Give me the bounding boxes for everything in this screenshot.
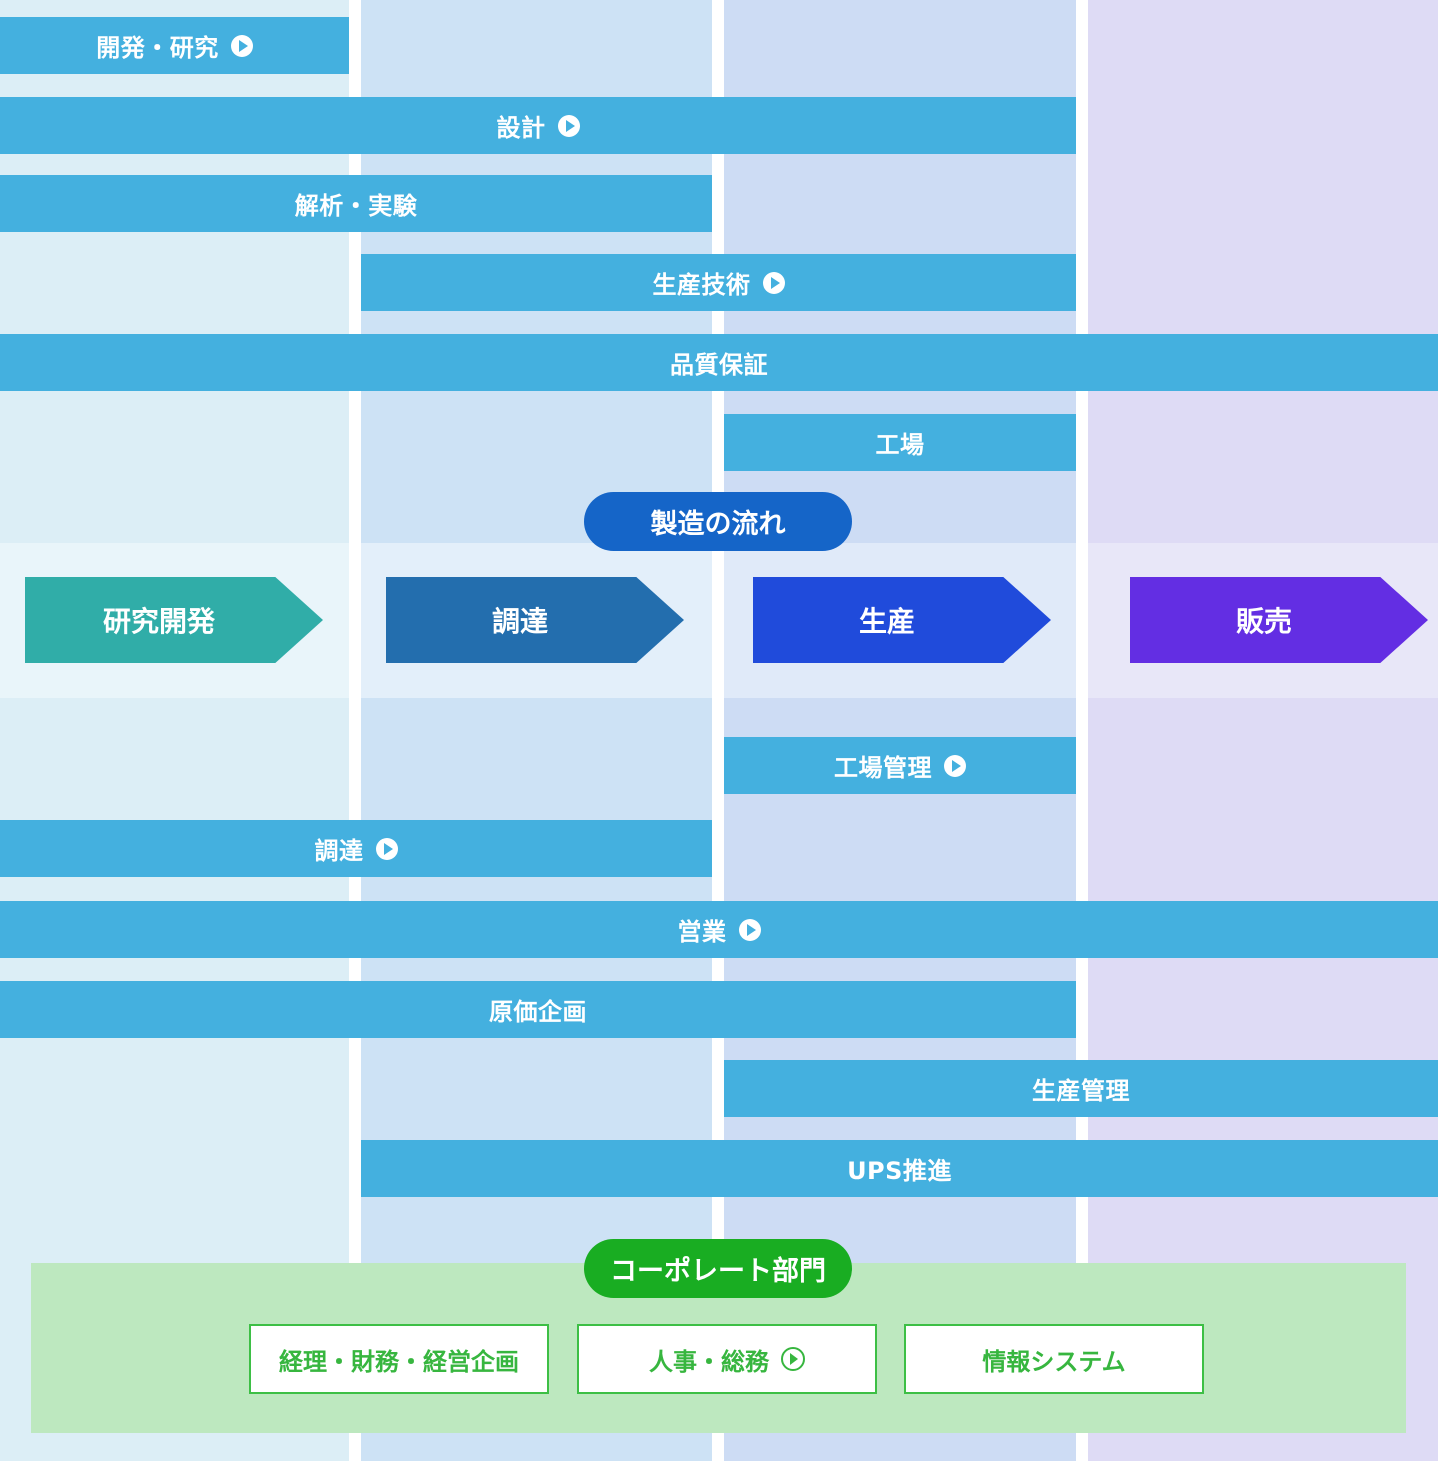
dept-label: 営業 [677,918,727,946]
column-procurement-bg [361,0,712,1461]
dept-label: 工場管理 [834,754,932,782]
flow-step-procurement: 調達 [386,577,684,663]
dept-design-link[interactable]: 設計 [0,97,1076,154]
flow-step-sales: 販売 [1130,577,1428,663]
column-research-bg [0,0,349,1461]
play-icon [375,837,398,860]
corp-hr-link[interactable]: 人事・総務 [577,1324,877,1394]
dept-label: 原価企画 [489,998,587,1026]
dept-label: 生産技術 [652,271,751,299]
dept-production-engineering-link[interactable]: 生産技術 [361,254,1076,311]
dept-label: UPS推進 [847,1157,952,1185]
flow-step-label: 研究開発 [102,605,215,638]
dept-quality-assurance: 品質保証 [0,334,1438,391]
flow-step-label: 販売 [1235,605,1292,638]
dept-label: 設計 [496,114,546,142]
dept-factory-management-link[interactable]: 工場管理 [724,737,1076,794]
play-icon [781,1347,805,1371]
dept-label: 解析・実験 [294,192,418,220]
corp-item-label: 情報システム [982,1347,1126,1376]
dept-label: 調達 [314,837,364,865]
dept-dev-research-link[interactable]: 開発・研究 [0,17,349,74]
play-icon [738,918,761,941]
column-sales-bg [1088,0,1438,1461]
corp-item-label: 人事・総務 [649,1347,769,1376]
corporate-title-text: コーポレート部門 [610,1256,826,1287]
flow-step-research: 研究開発 [25,577,323,663]
play-icon [557,114,580,137]
corp-item-label: 経理・財務・経営企画 [279,1347,519,1376]
corp-it-systems: 情報システム [904,1324,1204,1394]
column-production-bg [724,0,1076,1461]
dept-label: 品質保証 [670,351,768,379]
flow-title: 製造の流れ [584,492,852,551]
dept-production-management: 生産管理 [724,1060,1438,1117]
play-icon [944,754,966,777]
dept-ups: UPS推進 [361,1140,1438,1197]
flow-step-label: 生産 [858,605,915,638]
corp-accounting: 経理・財務・経営企画 [249,1324,549,1394]
dept-procurement-link[interactable]: 調達 [0,820,712,877]
dept-cost-planning: 原価企画 [0,981,1076,1038]
dept-sales-link[interactable]: 営業 [0,901,1438,958]
flow-title-text: 製造の流れ [650,509,786,540]
dept-label: 開発・研究 [96,34,219,62]
play-icon [230,34,253,57]
flow-step-label: 調達 [491,605,548,638]
play-icon [762,271,785,294]
dept-factory: 工場 [724,414,1076,471]
flow-step-production: 生産 [753,577,1051,663]
dept-label: 工場 [875,431,925,459]
dept-label: 生産管理 [1032,1077,1130,1105]
dept-analysis: 解析・実験 [0,175,712,232]
corporate-title: コーポレート部門 [584,1239,852,1298]
